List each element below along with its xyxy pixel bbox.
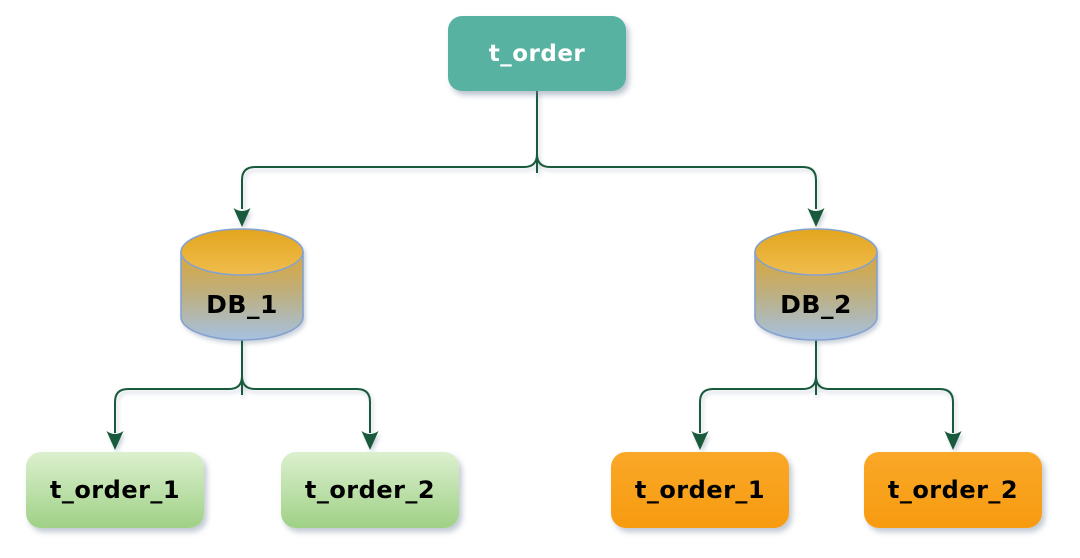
db2-table-1-label: t_order_1: [634, 476, 766, 504]
db1-label: DB_1: [206, 290, 278, 319]
arrowhead-db1-t1-icon: [106, 431, 124, 450]
node-root-table: t_order: [448, 16, 626, 91]
arrowhead-db1-t2-icon: [361, 431, 379, 450]
database-cylinder-db2-icon: [754, 228, 878, 341]
db2-label: DB_2: [780, 290, 852, 319]
arrowhead-db1-icon: [233, 208, 251, 227]
edge-root-db2: [536, 153, 817, 209]
edge-db2-t1: [699, 375, 817, 433]
root-table-label: t_order: [488, 40, 586, 67]
db2-table-2-label: t_order_2: [887, 476, 1019, 504]
db1-table-2-label: t_order_2: [304, 476, 436, 504]
database-cylinder-db1-icon: [180, 228, 304, 341]
edge-db1-t1: [114, 375, 243, 433]
edge-db2-t2: [815, 375, 954, 433]
edge-db1-t2: [241, 375, 371, 433]
arrowhead-db2-t1-icon: [691, 431, 709, 450]
arrowhead-db2-t2-icon: [944, 431, 962, 450]
edge-root-db1: [241, 153, 538, 209]
node-db2-table-2: t_order_2: [864, 452, 1042, 528]
node-db1-table-2: t_order_2: [281, 452, 459, 528]
node-db2-table-1: t_order_1: [611, 452, 789, 528]
db1-table-1-label: t_order_1: [49, 476, 181, 504]
arrowhead-db2-icon: [807, 208, 825, 227]
node-db1-table-1: t_order_1: [26, 452, 204, 528]
